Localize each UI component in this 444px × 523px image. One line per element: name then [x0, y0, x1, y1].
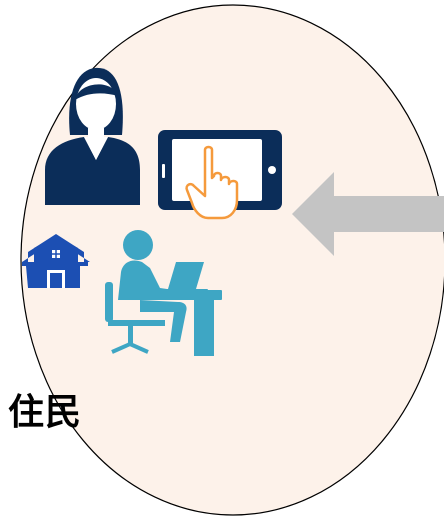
arrow-left-icon [292, 172, 444, 256]
resident-circle [20, 4, 444, 516]
person-at-computer-icon [105, 230, 222, 356]
resident-label: 住民 [8, 392, 83, 433]
woman-bust-icon [45, 67, 140, 205]
tablet-touch-icon [158, 130, 282, 220]
house-icon [22, 234, 90, 288]
